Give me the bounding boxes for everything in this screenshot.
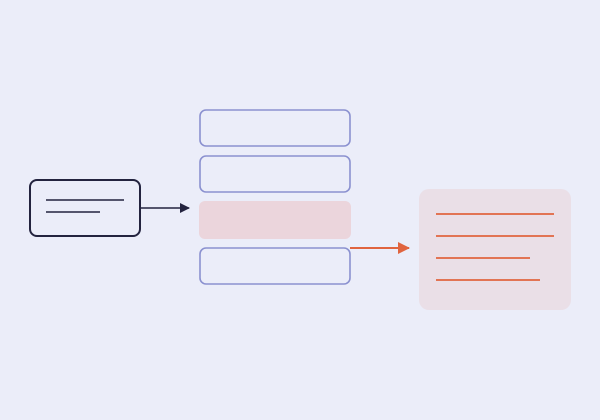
list-slot-4: [199, 247, 351, 285]
output-text-panel: [419, 189, 571, 310]
source-card-frame: [29, 179, 141, 237]
list-slot-1: [199, 109, 351, 147]
list-slot-2: [199, 155, 351, 193]
source-document-card: [29, 179, 141, 237]
output-panel-frame: [419, 189, 571, 310]
list-slot-3-highlighted: [199, 201, 351, 239]
slot-list: [199, 109, 351, 285]
